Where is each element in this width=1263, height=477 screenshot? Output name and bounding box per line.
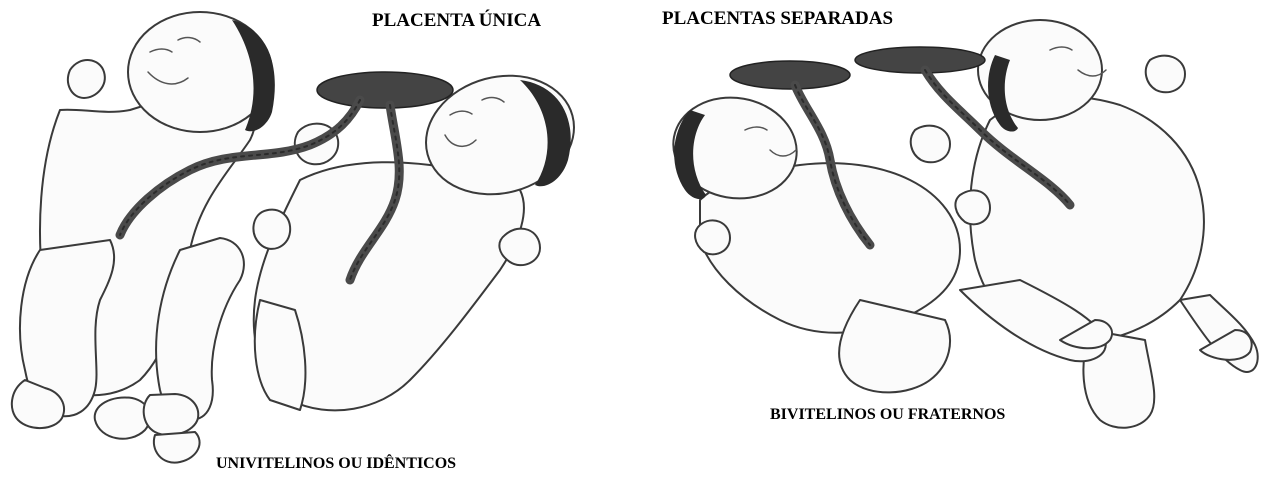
identical-twins-group [12, 12, 588, 463]
baby-fraternal-back [955, 20, 1257, 428]
baby-identical-left [12, 12, 275, 439]
single-placenta-label: PLACENTA ÚNICA [372, 10, 541, 32]
fraternal-twins-group [665, 20, 1257, 428]
identical-twins-label: UNIVITELINOS OU IDÊNTICOS [216, 455, 456, 473]
fraternal-twins-label: BIVITELINOS OU FRATERNOS [770, 406, 1005, 424]
separate-placentas-label: PLACENTAS SEPARADAS [662, 8, 893, 30]
